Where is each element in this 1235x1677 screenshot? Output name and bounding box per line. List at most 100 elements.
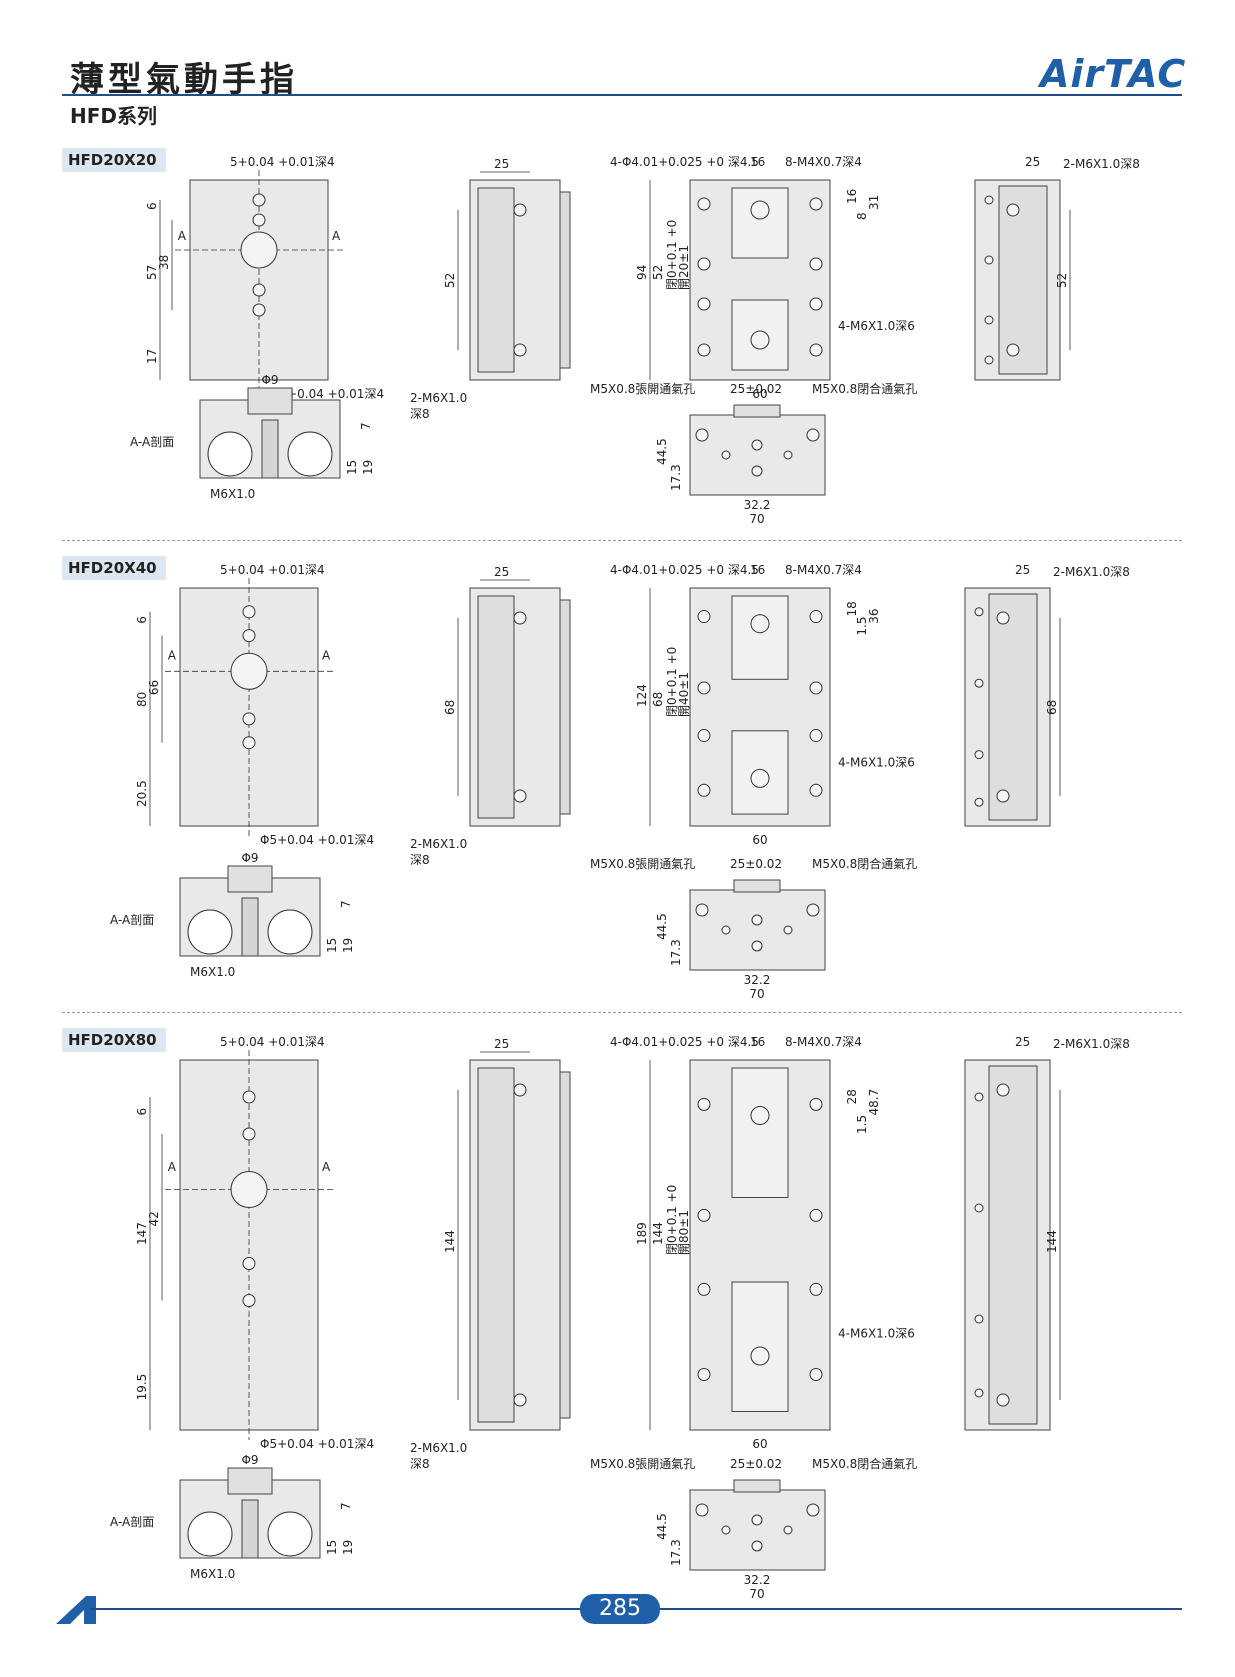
top-dim-c: 36 <box>867 608 881 623</box>
top-overall-label: 124 <box>635 684 649 707</box>
side2-width-label: 25 <box>1015 1035 1030 1049</box>
top-thread-label: 8-M4X0.7深4 <box>785 155 862 169</box>
header-rule <box>62 94 1182 96</box>
front-top-hole-label: 5+0.04 +0.01深4 <box>230 155 335 169</box>
front-bottom-hole-label: Φ5+0.04 +0.01深4 <box>270 387 384 401</box>
side2-thread-label: 2-M6X1.0深8 <box>1053 565 1130 579</box>
bottom-open-port-label: M5X0.8張開通氣孔 <box>590 857 695 871</box>
side2-height-label: 52 <box>1055 273 1069 288</box>
section-dim-7: 7 <box>339 1502 353 1510</box>
side2-width-label: 25 <box>1025 155 1040 169</box>
bottom-h1-label: 44.5 <box>655 438 669 465</box>
top-width-label: 60 <box>752 1437 767 1451</box>
side1-height-label: 68 <box>443 700 457 715</box>
section-mark-a-right: A <box>322 1160 331 1174</box>
dim-front-2: 66 <box>147 680 161 695</box>
section-thread-label: M6X1.0 <box>210 487 255 501</box>
top-stroke-label: 144 <box>651 1222 665 1245</box>
top-thread-label: 8-M4X0.7深4 <box>785 563 862 577</box>
bottom-close-port-label: M5X0.8閉合通氣孔 <box>812 856 917 871</box>
top-dim-a: 16 <box>845 189 859 204</box>
side1-thread-label: 2-M6X1.0 <box>410 837 467 851</box>
section-phi-label: Φ9 <box>241 1453 258 1467</box>
section-dim-15: 15 <box>345 460 359 475</box>
top-pin-label: 4-Φ4.01+0.025 +0 深4.5 <box>610 563 759 577</box>
bottom-pitch-label: 25±0.02 <box>730 382 782 396</box>
bottom-pitch-label: 25±0.02 <box>730 1457 782 1471</box>
dim-front-2: 42 <box>147 1211 161 1226</box>
top-open-label: 開20±1 <box>677 245 691 290</box>
side1-width-label: 25 <box>494 1037 509 1051</box>
side2-height-label: 144 <box>1045 1230 1059 1253</box>
top-closed-label: 閉0+0.1 +0 <box>665 647 679 717</box>
bottom-h1-label: 44.5 <box>655 913 669 940</box>
top-overall-label: 189 <box>635 1222 649 1245</box>
bottom-h2-label: 17.3 <box>669 464 683 491</box>
side1-height-label: 52 <box>443 273 457 288</box>
side-view-right: 25 2-M6X1.0深8 144 <box>964 1035 1130 1431</box>
top-closed-label: 閉0+0.1 +0 <box>665 220 679 290</box>
dim-front-4: 20.5 <box>135 780 149 807</box>
bottom-w1-label: 32.2 <box>744 1573 771 1587</box>
dim-front-1: 6 <box>145 202 159 210</box>
bottom-h2-label: 17.3 <box>669 1539 683 1566</box>
side1-thread-label: 2-M6X1.0 <box>410 1441 467 1455</box>
model-tag-3: HFD20X80 <box>62 1028 166 1052</box>
bottom-open-port-label: M5X0.8張開通氣孔 <box>590 382 695 396</box>
section-dim-19: 19 <box>341 938 355 953</box>
bottom-pitch-label: 25±0.02 <box>730 857 782 871</box>
top-closed-label: 閉0+0.1 +0 <box>665 1185 679 1255</box>
section-mark-a-left: A <box>168 1160 177 1174</box>
top-stroke-label: 68 <box>651 692 665 707</box>
section-dim-7: 7 <box>339 900 353 908</box>
section-thread-label: M6X1.0 <box>190 1567 235 1581</box>
front-top-hole-label: 5+0.04 +0.01深4 <box>220 563 325 577</box>
top-width-16-label: 16 <box>750 1035 765 1049</box>
bottom-close-port-label: M5X0.8閉合通氣孔 <box>812 1456 917 1471</box>
bottom-h2-label: 17.3 <box>669 939 683 966</box>
front-bottom-hole-label: Φ5+0.04 +0.01深4 <box>260 833 374 847</box>
section-dim-7: 7 <box>359 422 373 430</box>
side2-thread-label: 2-M6X1.0深8 <box>1053 1037 1130 1051</box>
section-dim-19: 19 <box>341 1540 355 1555</box>
brand-logo: AirTAC <box>1040 52 1187 96</box>
top-open-label: 開40±1 <box>677 672 691 717</box>
bottom-w2-label: 70 <box>749 1587 764 1601</box>
side1-depth-label: 深8 <box>410 1457 430 1471</box>
bottom-close-port-label: M5X0.8閉合通氣孔 <box>812 381 917 396</box>
top-dim-a: 28 <box>845 1089 859 1104</box>
footer-brand-icon <box>56 1596 96 1624</box>
top-thread-label: 8-M4X0.7深4 <box>785 1035 862 1049</box>
section-mark-a-right: A <box>322 648 331 662</box>
top-dim-b: 8 <box>855 212 869 220</box>
section-phi-label: Φ9 <box>241 851 258 865</box>
top-dim-c: 31 <box>867 195 881 210</box>
top-overall-label: 94 <box>635 265 649 280</box>
section-dim-19: 19 <box>361 460 375 475</box>
side2-width-label: 25 <box>1015 563 1030 577</box>
model-tag-2: HFD20X40 <box>62 556 166 580</box>
side1-width-label: 25 <box>494 157 509 171</box>
section-thread-label: M6X1.0 <box>190 965 235 979</box>
section-dim-15: 15 <box>325 1540 339 1555</box>
side1-depth-label: 深8 <box>410 853 430 867</box>
top-side-thread-label: 4-M6X1.0深6 <box>838 1327 915 1341</box>
dim-front-3: 147 <box>135 1222 149 1245</box>
section-dim-15: 15 <box>325 938 339 953</box>
front-top-hole-label: 5+0.04 +0.01深4 <box>220 1035 325 1049</box>
top-dim-a: 18 <box>845 601 859 616</box>
top-pin-label: 4-Φ4.01+0.025 +0 深4.5 <box>610 1035 759 1049</box>
section-mark-a-right: A <box>332 229 341 243</box>
side1-width-label: 25 <box>494 565 509 579</box>
bottom-w2-label: 70 <box>749 512 764 526</box>
